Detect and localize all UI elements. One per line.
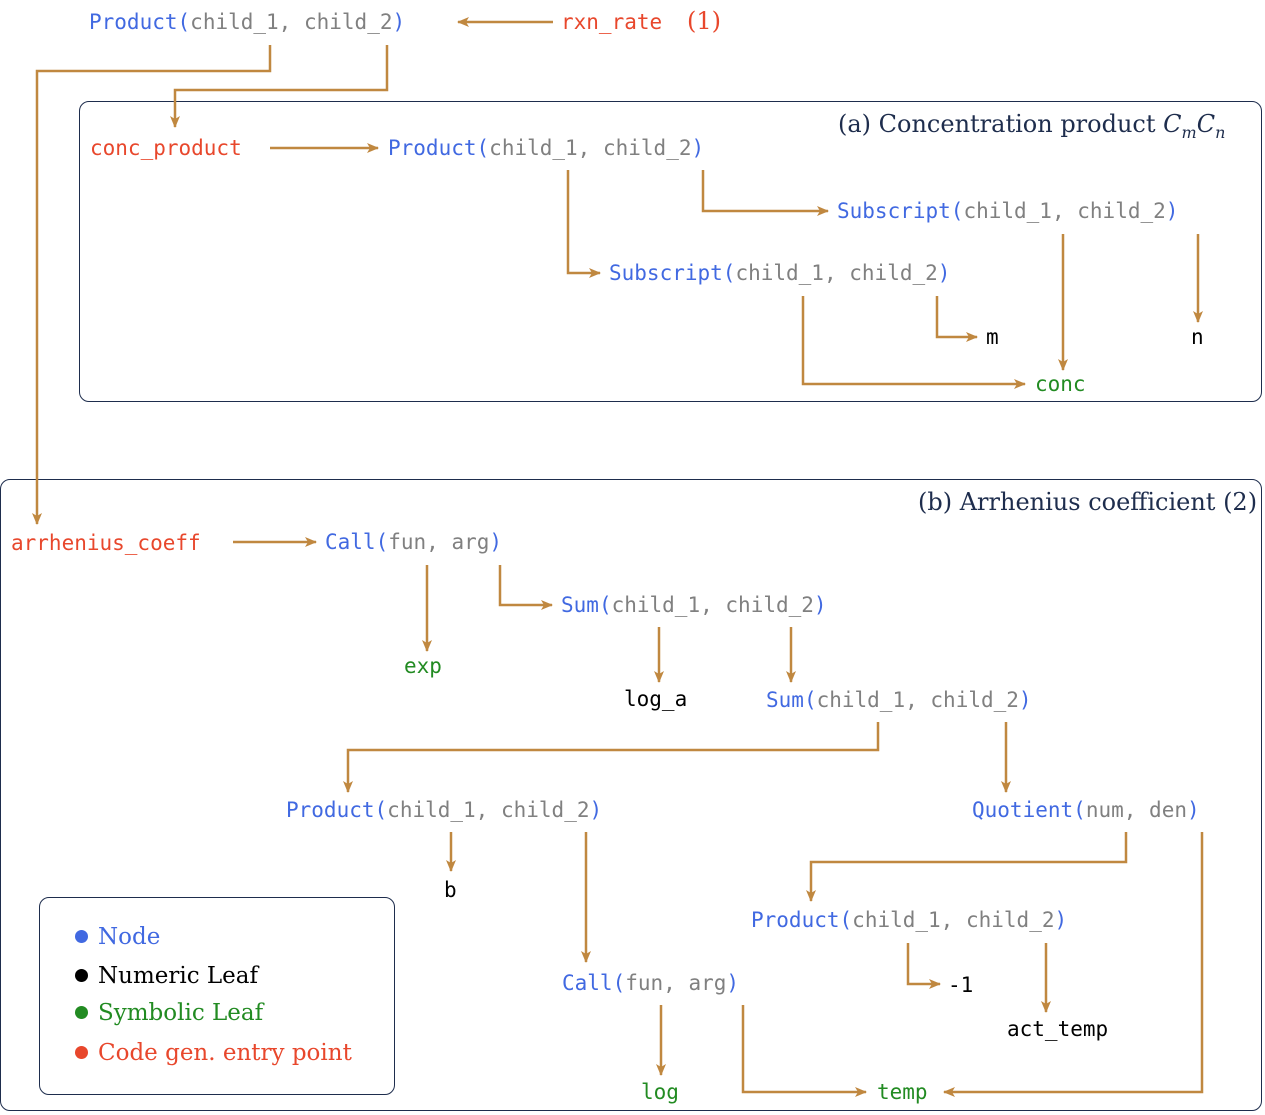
arrow-product-to-arrhenius (32, 45, 272, 525)
panel-a-caption: (a) Concentration product CmCn (838, 110, 1226, 142)
arrow-call2-to-temp (741, 1005, 867, 1097)
arrow-product-to-subscript1 (701, 170, 829, 216)
panel-b-frame (0, 479, 1262, 1111)
arrow-product2-to-minusone (906, 943, 941, 989)
panel-a-frame (79, 101, 1262, 402)
legend-box (39, 897, 395, 1095)
numeric-leaf-n: n (1191, 325, 1204, 349)
legend-item-entry-point: Code gen. entry point (75, 1039, 352, 1067)
legend-item-numeric-leaf: Numeric Leaf (75, 962, 258, 990)
arrow-subscript2-to-m (935, 296, 978, 342)
arrow-quotient-to-product2 (806, 832, 1128, 902)
arrow-product-to-concproduct (170, 45, 389, 128)
arrow-call-to-sum (498, 565, 553, 610)
product-node-b-left: Product(child_1, child_2) (286, 798, 603, 822)
numeric-leaf-act-temp: act_temp (1007, 1017, 1109, 1041)
numeric-leaf-minus-one: -1 (948, 973, 974, 997)
rxn-rate-entry: rxn_rate (561, 10, 663, 34)
rxn-rate-equation-ref: (1) (687, 7, 721, 35)
arrow-product-to-subscript2 (566, 170, 601, 278)
legend-dot-symbolic (75, 1006, 88, 1019)
product-node-root: Product(child_1, child_2) (89, 10, 406, 34)
call-node-log: Call(fun, arg) (562, 971, 740, 995)
conc-product-entry: conc_product (90, 136, 242, 160)
quotient-node: Quotient(num, den) (972, 798, 1200, 822)
symbolic-leaf-log: log (641, 1080, 679, 1104)
subscript-node-left: Subscript(child_1, child_2) (609, 261, 951, 285)
product-node-a: Product(child_1, child_2) (388, 136, 705, 160)
numeric-leaf-m: m (986, 325, 999, 349)
call-node-exp: Call(fun, arg) (325, 530, 503, 554)
node-name: Product (89, 10, 178, 34)
panel-b-caption: (b) Arrhenius coefficient (2) (918, 488, 1258, 516)
arrow-sum2-to-product (343, 722, 880, 793)
numeric-leaf-b: b (444, 878, 457, 902)
legend-dot-entry (75, 1046, 88, 1059)
symbolic-leaf-exp: exp (404, 654, 442, 678)
symbolic-leaf-conc: conc (1035, 372, 1086, 396)
caption-math-cmcn: CmCn (1163, 110, 1226, 142)
sum-node-inner: Sum(child_1, child_2) (766, 688, 1032, 712)
product-node-b-right: Product(child_1, child_2) (751, 908, 1068, 932)
subscript-node-right: Subscript(child_1, child_2) (837, 199, 1179, 223)
legend-dot-node (75, 930, 88, 943)
sum-node-outer: Sum(child_1, child_2) (561, 593, 827, 617)
legend-item-node: Node (75, 923, 160, 951)
numeric-leaf-log-a: log_a (624, 687, 688, 711)
legend-dot-numeric (75, 969, 88, 982)
arrow-quotient-to-temp (943, 832, 1204, 1097)
legend-item-symbolic-leaf: Symbolic Leaf (75, 999, 263, 1027)
arrhenius-coeff-entry: arrhenius_coeff (11, 531, 201, 555)
symbolic-leaf-temp: temp (877, 1080, 928, 1104)
arrow-subscript2-to-conc (801, 296, 1026, 389)
